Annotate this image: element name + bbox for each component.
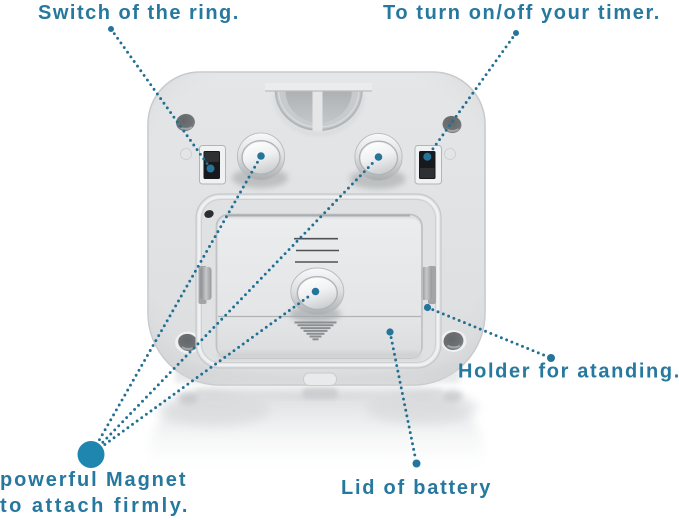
svg-text:To turn on/off your timer.: To turn on/off your timer.: [383, 2, 661, 24]
svg-text:to attach firmly.: to attach firmly.: [0, 495, 190, 517]
svg-text:Holder for atanding.: Holder for atanding.: [458, 361, 679, 383]
svg-text:powerful Magnet: powerful Magnet: [0, 469, 187, 491]
svg-text:Lid of battery: Lid of battery: [341, 477, 492, 499]
svg-text:Switch of the ring.: Switch of the ring.: [38, 2, 240, 24]
